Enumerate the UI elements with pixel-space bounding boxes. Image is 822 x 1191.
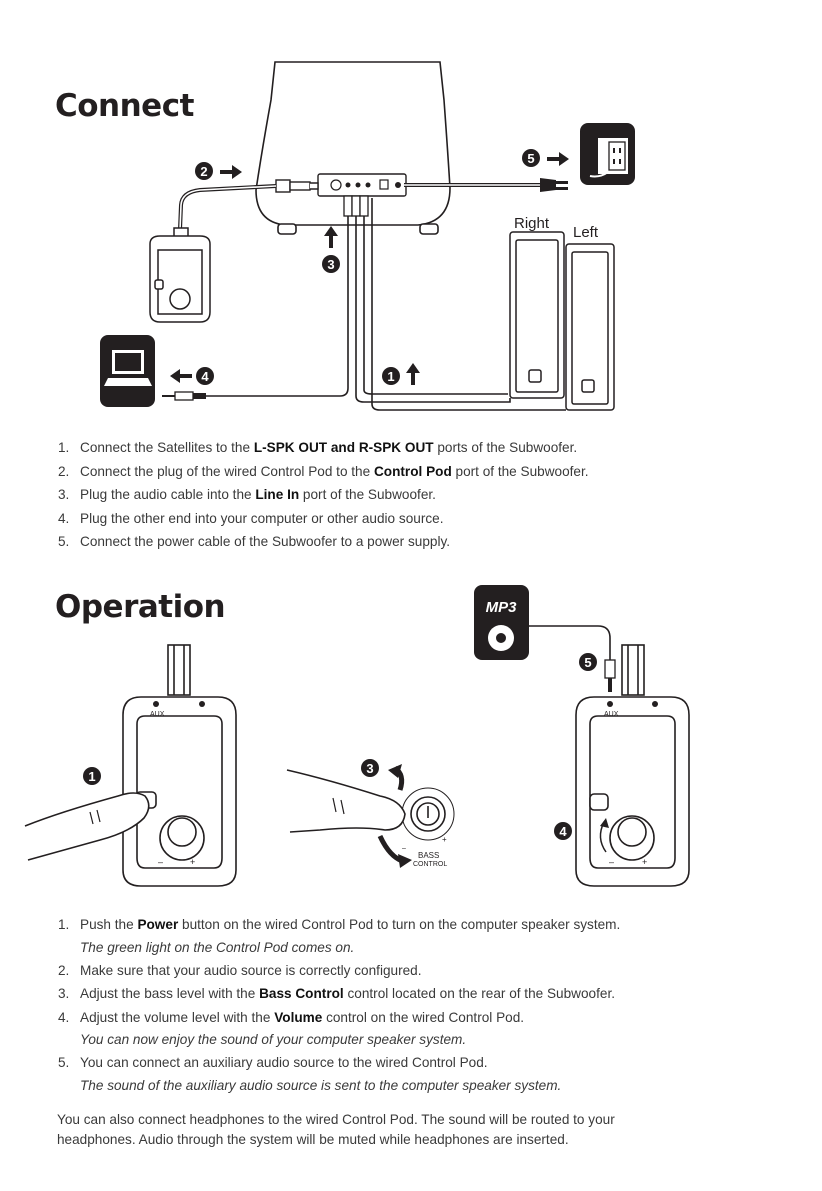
connect-title: Connect <box>55 88 194 124</box>
connect-step-4: 4.Plug the other end into your computer … <box>58 510 444 526</box>
marker-3: 3 <box>361 759 379 777</box>
wall-outlet <box>580 123 635 185</box>
control-pod-small <box>149 227 211 323</box>
arrow-right-icon <box>220 165 242 179</box>
connect-diagram: 2 5 3 1 4 Right Left <box>100 61 635 411</box>
svg-text:MP3: MP3 <box>486 599 518 616</box>
svg-text:4: 4 <box>201 369 209 384</box>
line-in-plugs <box>343 195 369 217</box>
connect-step-3: 3.Plug the audio cable into the Line In … <box>58 487 436 502</box>
marker-1: 1 <box>382 367 400 385</box>
operation-step-4: 4.Adjust the volume level with the Volum… <box>58 1009 525 1048</box>
svg-text:5: 5 <box>584 655 591 670</box>
svg-text:4: 4 <box>559 824 567 839</box>
arrow-up-icon <box>406 363 420 385</box>
operation-step-3: 3.Adjust the bass level with the Bass Co… <box>58 986 615 1001</box>
svg-text:3: 3 <box>327 257 334 272</box>
marker-1: 1 <box>83 767 101 785</box>
svg-text:–: – <box>609 857 614 867</box>
svg-text:–: – <box>158 857 163 867</box>
label-left: Left <box>573 224 599 241</box>
headphone-icon <box>652 701 658 707</box>
finger-turn <box>286 769 406 833</box>
operation-title: Operation <box>55 589 226 625</box>
speaker-right <box>509 231 565 399</box>
arrow-up-icon <box>324 226 338 248</box>
svg-text:+: + <box>190 857 195 867</box>
svg-text:5: 5 <box>527 151 534 166</box>
svg-text:AUX: AUX <box>604 711 619 718</box>
marker-4: 4 <box>196 367 214 385</box>
operation-step-1: 1.Push the Power button on the wired Con… <box>58 917 621 955</box>
label-right: Right <box>514 215 550 232</box>
svg-text:1: 1 <box>88 769 95 784</box>
svg-text:+: + <box>442 835 447 844</box>
audio-jack <box>162 391 206 401</box>
operation-step-5: 5.You can connect an auxiliary audio sou… <box>58 1055 562 1093</box>
operation-steps: 1.Push the Power button on the wired Con… <box>58 913 620 1097</box>
aux-label: AUX <box>150 711 165 718</box>
svg-text:–: – <box>402 845 406 852</box>
marker-5: 5 <box>522 149 540 167</box>
svg-text:2: 2 <box>200 164 207 179</box>
marker-4: 4 <box>554 822 572 840</box>
connect-steps: 1.Connect the Satellites to the L-SPK OU… <box>58 436 589 554</box>
connect-step-2: 2.Connect the plug of the wired Control … <box>58 463 589 479</box>
svg-text:3: 3 <box>366 761 373 776</box>
operation-step-2: 2.Make sure that your audio source is co… <box>58 962 422 978</box>
control-pod-left <box>122 644 237 887</box>
mp3-player-icon: MP3 <box>474 585 529 660</box>
speaker-left <box>565 243 615 411</box>
connect-step-5: 5.Connect the power cable of the Subwoof… <box>58 534 451 549</box>
subwoofer-rear-panel <box>317 173 407 197</box>
bass-label-2: CONTROL <box>413 861 447 868</box>
svg-text:+: + <box>642 857 647 867</box>
arrow-left-icon <box>170 369 192 383</box>
bass-label-1: BASS <box>418 851 439 860</box>
aux-jack <box>604 659 616 692</box>
power-plug <box>540 178 568 192</box>
bass-control-knob <box>401 787 455 841</box>
control-pod-right <box>575 644 690 887</box>
operation-diagram: MP3 5 AUX – + 1 – + BASS CONTROL 3 <box>24 585 690 887</box>
svg-text:1: 1 <box>387 369 394 384</box>
connect-step-1: 1.Connect the Satellites to the L-SPK OU… <box>58 440 578 455</box>
arrow-right-icon <box>547 152 569 166</box>
marker-2: 2 <box>195 162 213 180</box>
finger-push <box>24 792 150 861</box>
marker-5: 5 <box>579 653 597 671</box>
headphones-note: You can also connect headphones to the w… <box>57 1112 615 1147</box>
headphone-icon <box>199 701 205 707</box>
marker-3: 3 <box>322 255 340 273</box>
laptop-icon <box>100 335 155 407</box>
